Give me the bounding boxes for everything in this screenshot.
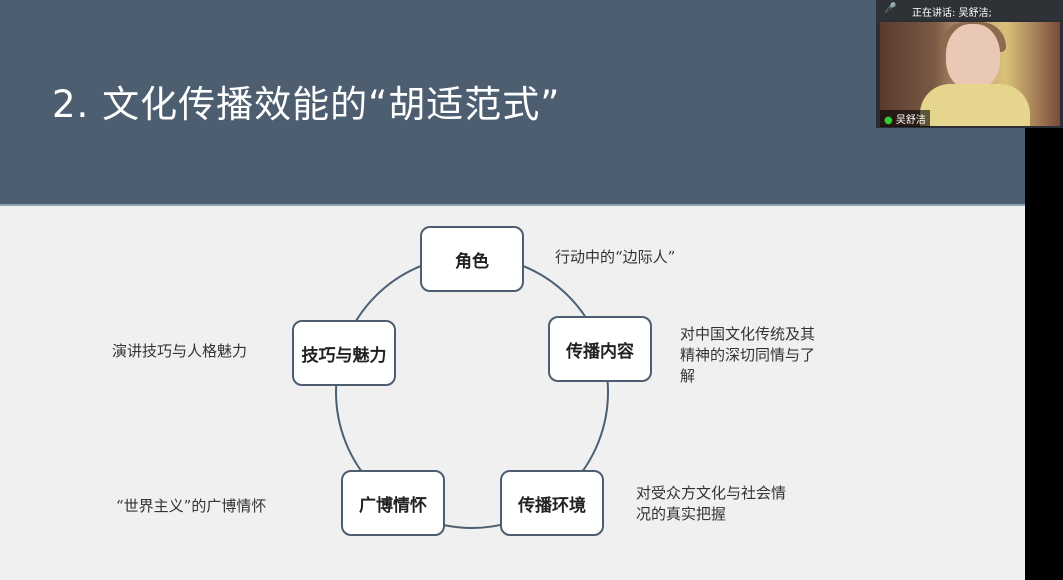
participant-video — [880, 22, 1060, 126]
mic-icon: ● — [884, 115, 893, 126]
presentation-slide: 2. 文化传播效能的“胡适范式” 角色 传播内容 传播环境 广博情怀 技巧与魅力… — [0, 0, 1025, 580]
desc-sentiment: “世界主义”的广博情怀 — [116, 497, 267, 515]
mic-muted-icon[interactable]: 🎤 — [884, 3, 897, 14]
participant-name-tag: ● 吴舒洁 — [880, 110, 930, 127]
speaker-bar: 🎤 正在讲话: 吴舒洁; — [876, 0, 1063, 20]
participant-name: 吴舒洁 — [895, 115, 926, 126]
speaking-label: 正在讲话: 吴舒洁; — [912, 8, 992, 19]
desc-content: 对中国文化传统及其精神的深切同情与了解 — [680, 325, 816, 385]
node-role: 角色 — [420, 226, 524, 292]
slide-title: 2. 文化传播效能的“胡适范式” — [52, 83, 561, 126]
video-panel[interactable]: 🎤 正在讲话: 吴舒洁; ● 吴舒洁 — [876, 0, 1063, 128]
slide-header: 2. 文化传播效能的“胡适范式” — [0, 0, 1025, 206]
node-skill-charm: 技巧与魅力 — [292, 320, 396, 386]
node-environment: 传播环境 — [500, 470, 604, 536]
desc-role: 行动中的“边际人” — [555, 248, 676, 266]
node-sentiment: 广博情怀 — [341, 470, 445, 536]
node-content: 传播内容 — [548, 316, 652, 382]
desc-skill-charm: 演讲技巧与人格魅力 — [112, 342, 248, 360]
desc-environment: 对受众方文化与社会情况的真实把握 — [636, 484, 787, 523]
